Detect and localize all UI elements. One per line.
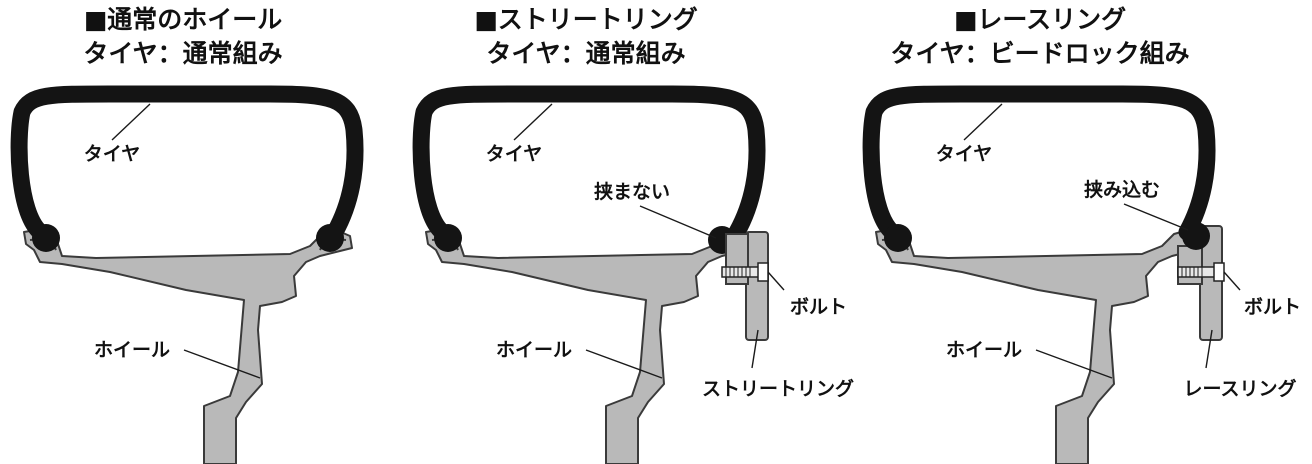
wheel-leader-line bbox=[1035, 349, 1113, 379]
tire-bead-left bbox=[884, 224, 912, 252]
bolt-head bbox=[1213, 262, 1225, 282]
bolt-label: ボルト bbox=[790, 296, 847, 318]
clamp-leader-line bbox=[1123, 203, 1189, 231]
clamp-label: 挟み込む bbox=[1084, 179, 1160, 201]
bolt-leader-line bbox=[767, 271, 785, 291]
panel-title-line2: タイヤ：ビードロック組み bbox=[890, 39, 1189, 68]
panel-standard-wheel: ■通常のホイール タイヤ：通常組み タイヤ ホイール bbox=[19, 5, 355, 464]
ring-leader-line bbox=[1205, 329, 1213, 369]
bolt-head bbox=[757, 262, 769, 282]
tire-leader-line bbox=[513, 103, 553, 141]
tire-bead-clamped bbox=[1182, 222, 1210, 250]
wheel-leader-line bbox=[183, 349, 261, 379]
tire-shape bbox=[19, 94, 355, 232]
bolt-thread bbox=[725, 267, 751, 277]
tire-bead-left bbox=[32, 224, 60, 252]
wheel-leader-line bbox=[585, 349, 663, 379]
clamp-leader-line bbox=[639, 205, 717, 239]
wheel-shape bbox=[425, 227, 755, 464]
tire-shape bbox=[871, 94, 1207, 232]
panel-title-line2: タイヤ：通常組み bbox=[83, 39, 282, 68]
ring-spacer bbox=[1177, 245, 1203, 285]
panel-title-line2: タイヤ：通常組み bbox=[486, 39, 685, 68]
bolt-thread bbox=[1181, 267, 1203, 277]
ring-label: ストリートリング bbox=[702, 377, 854, 400]
panel-race-ring: ■レースリング タイヤ：ビードロック組み タイヤ 挟み込む ボルト ホイール レ bbox=[871, 5, 1301, 464]
panel-title-line1: ■ストリートリング bbox=[474, 5, 698, 34]
tire-leader-line bbox=[111, 103, 151, 141]
tire-bead-left bbox=[434, 224, 462, 252]
wheel-tire-assembly bbox=[871, 94, 1207, 464]
wheel-label: ホイール bbox=[496, 339, 572, 361]
bolt-label: ボルト bbox=[1244, 296, 1301, 318]
tire-label: タイヤ bbox=[936, 143, 992, 165]
wheel-tire-assembly bbox=[421, 94, 757, 464]
wheel-label: ホイール bbox=[94, 339, 170, 361]
bolt-shaft bbox=[1177, 266, 1217, 278]
panel-title-line1: ■通常のホイール bbox=[84, 5, 283, 34]
tire-leader-line bbox=[963, 103, 1003, 141]
tire-shape bbox=[421, 94, 757, 232]
panel-street-ring: ■ストリートリング タイヤ：通常組み タイヤ 挟まない ボルト ホイール bbox=[421, 5, 854, 464]
bolt-leader-line bbox=[1223, 271, 1241, 291]
wheel-shape bbox=[875, 227, 1205, 464]
ring-leader-line bbox=[751, 329, 759, 369]
bolt-shaft bbox=[721, 266, 761, 278]
street-ring bbox=[745, 231, 769, 341]
wheel-label: ホイール bbox=[946, 339, 1022, 361]
tire-label: タイヤ bbox=[84, 143, 140, 165]
panel-title-line1: ■レースリング bbox=[954, 5, 1126, 34]
clamp-label: 挟まない bbox=[594, 181, 670, 203]
tire-bead-right bbox=[316, 224, 344, 252]
tire-label: タイヤ bbox=[486, 143, 542, 165]
ring-label: レースリング bbox=[1183, 377, 1296, 400]
wheel-shape bbox=[23, 227, 353, 464]
